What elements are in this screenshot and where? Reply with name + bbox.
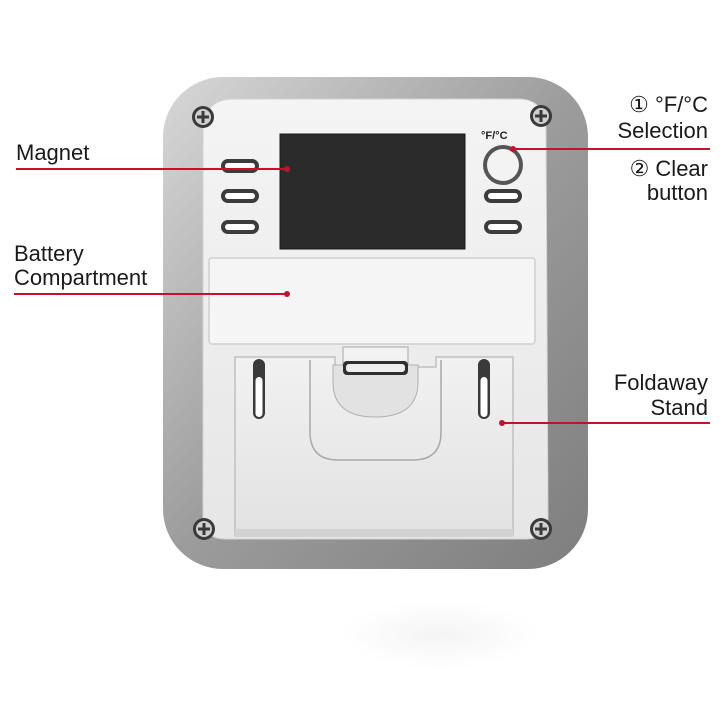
button-callout-dot: [510, 146, 516, 152]
vent-slots-left: [221, 159, 259, 234]
stand-label-line2: Stand: [650, 395, 709, 420]
foldaway-stand: [234, 346, 514, 537]
clear-label-line1: ② Clear: [629, 156, 708, 181]
battery-label-line2: Compartment: [14, 265, 148, 290]
button-callout-line: [514, 148, 710, 150]
stand-label-line1: Foldaway: [613, 370, 708, 395]
screw-icon: [193, 518, 215, 540]
screw-icon: [530, 105, 552, 127]
clear-label-line2: button: [646, 180, 708, 205]
magnet-callout-dot: [284, 166, 290, 172]
thermometer-back: [163, 77, 588, 569]
device-illustration: [163, 77, 588, 569]
battery-callout-dot: [284, 291, 290, 297]
selection-label-line1: ① °F/°C: [629, 92, 708, 117]
magnet-callout-line: [16, 168, 286, 170]
magnet: [279, 133, 466, 250]
screw-icon: [192, 106, 214, 128]
vent-slots-right: [484, 189, 522, 234]
floor-reflection: [340, 600, 540, 670]
magnet-label: Magnet: [16, 140, 90, 165]
clear-button: [483, 145, 523, 185]
button-caption: °F/°C: [481, 130, 508, 142]
battery-compartment: [208, 257, 536, 345]
stand-callout-line: [503, 422, 710, 424]
selection-label-line2: Selection: [617, 118, 708, 143]
screw-icon: [530, 518, 552, 540]
battery-label-line1: Battery: [14, 241, 84, 266]
stand-callout-dot: [499, 420, 505, 426]
battery-callout-line: [14, 293, 287, 295]
